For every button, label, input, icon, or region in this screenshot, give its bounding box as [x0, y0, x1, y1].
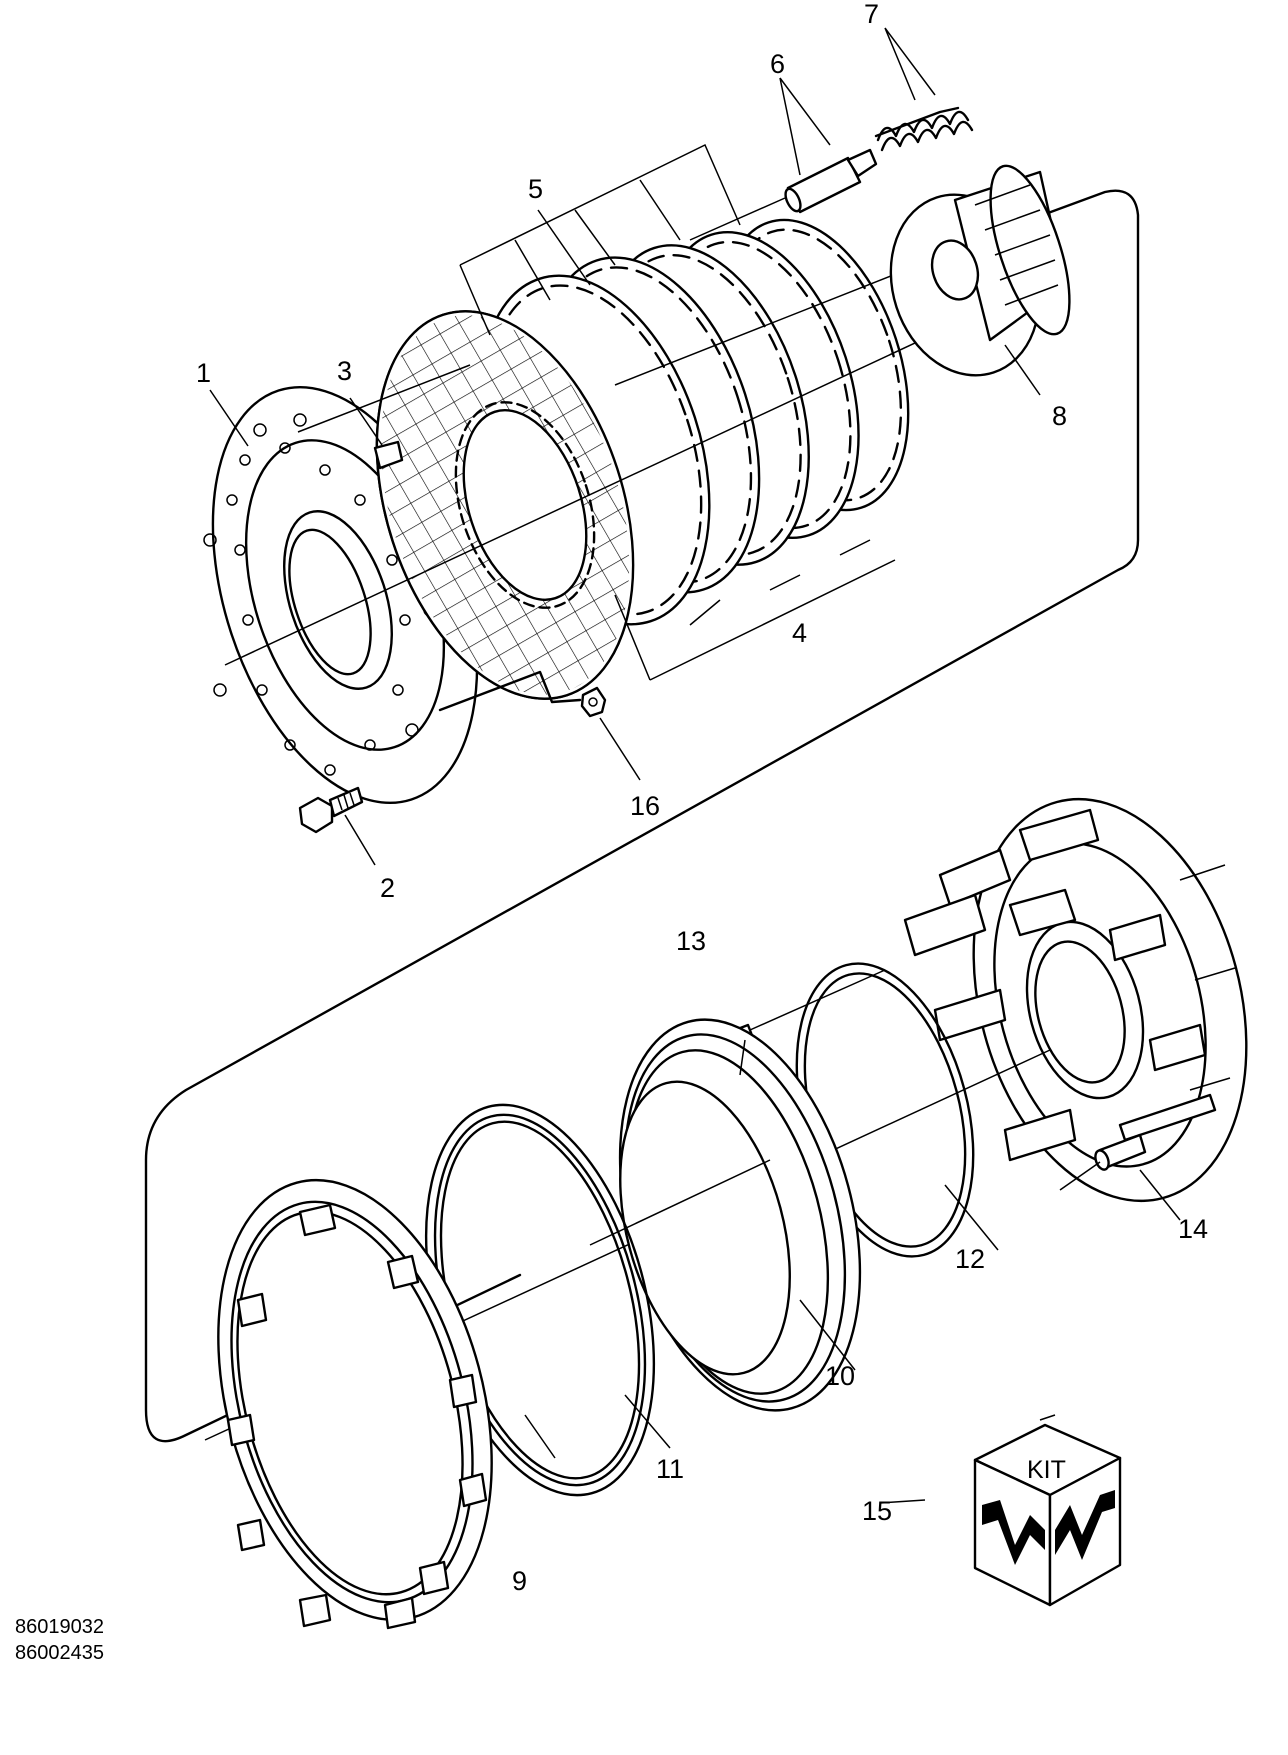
label-9: 9 — [512, 1566, 527, 1596]
label-15: 15 — [862, 1496, 892, 1526]
part-10-piston — [589, 1018, 862, 1412]
reference-code-2: 86002435 — [15, 1642, 104, 1664]
label-11: 11 — [656, 1454, 684, 1484]
label-10: 10 — [825, 1361, 855, 1391]
upper-axis-line — [224, 314, 976, 666]
part-labels: 1 2 3 4 5 6 7 8 9 10 11 12 13 14 15 16 K… — [196, 0, 1208, 1596]
part-16-lock-nut — [438, 670, 607, 718]
label-13: 13 — [676, 926, 706, 956]
kit-label: KIT — [1027, 1456, 1066, 1484]
part-7-springs — [874, 106, 974, 152]
part-9-backing-plate — [217, 1178, 493, 1630]
piston-housing — [903, 797, 1248, 1203]
part-14-pin — [1059, 1133, 1147, 1191]
label-12: 12 — [955, 1244, 985, 1274]
label-7: 7 — [864, 0, 879, 29]
assembly-outline — [144, 189, 1140, 1443]
clutch-plate-stack — [375, 218, 910, 700]
leader-lines — [209, 27, 1181, 1504]
label-8: 8 — [1052, 401, 1067, 431]
label-4: 4 — [792, 618, 807, 648]
part-3-dowel-pin — [373, 440, 404, 470]
diagram-reference-codes: 86019032 86002435 — [15, 1614, 104, 1666]
label-5: 5 — [528, 174, 543, 204]
part-2-bolt — [298, 786, 364, 834]
part-15-kit-box — [973, 1414, 1122, 1607]
label-3: 3 — [337, 356, 352, 386]
label-2: 2 — [380, 873, 395, 903]
reference-code-1: 86019032 — [15, 1616, 104, 1638]
part-8-hub — [889, 164, 1071, 377]
label-6: 6 — [770, 49, 785, 79]
label-16: 16 — [630, 791, 660, 821]
label-14: 14 — [1178, 1214, 1208, 1244]
label-1: 1 — [196, 358, 211, 388]
